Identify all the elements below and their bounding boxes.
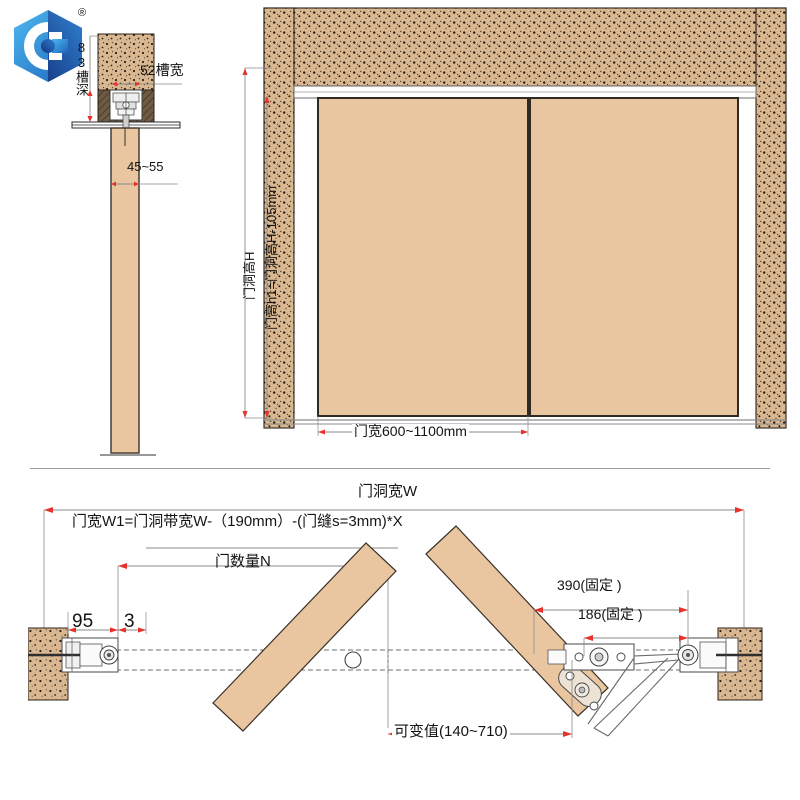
door-count-label: 门数量N bbox=[215, 553, 271, 570]
section-divider bbox=[30, 468, 770, 469]
left-carriage bbox=[28, 637, 119, 673]
mid-bracket bbox=[547, 643, 635, 671]
door-width-formula-label: 门宽W1=门洞带宽W-（190mm）-(门缝s=3mm)*X bbox=[72, 513, 403, 530]
opening-height-label: 门洞高H bbox=[242, 251, 257, 300]
dim-95-label: 95 bbox=[72, 611, 94, 632]
door-elevation-view bbox=[232, 0, 792, 440]
groove-width-label: 52槽宽 bbox=[140, 62, 184, 78]
hexagon-logo bbox=[8, 6, 94, 86]
opening-width-label: 门洞宽W bbox=[358, 483, 418, 500]
right-carriage bbox=[677, 637, 762, 673]
fixed-186-label: 186(固定 ) bbox=[578, 606, 643, 622]
dim-3-label: 3 bbox=[124, 611, 135, 632]
door-width-label: 门宽600~1100mm bbox=[352, 423, 469, 439]
track-cross-section-detail bbox=[60, 14, 190, 464]
door-thickness-label: 45~55 bbox=[127, 159, 164, 174]
fixed-390-label: 390(固定 ) bbox=[557, 577, 622, 593]
linkage-arms bbox=[587, 653, 683, 737]
hexagon-logo-glyph bbox=[14, 10, 82, 82]
door-height-label: 门高h1=门洞高H-105mm bbox=[264, 185, 279, 330]
variable-range-label: 可变值(140~710) bbox=[392, 723, 510, 740]
registered-trademark-mark: ® bbox=[78, 7, 87, 19]
leaf-hinge-plate bbox=[558, 665, 602, 711]
groove-depth-label: 83槽深 bbox=[74, 40, 89, 96]
door-plan-view bbox=[28, 478, 772, 798]
